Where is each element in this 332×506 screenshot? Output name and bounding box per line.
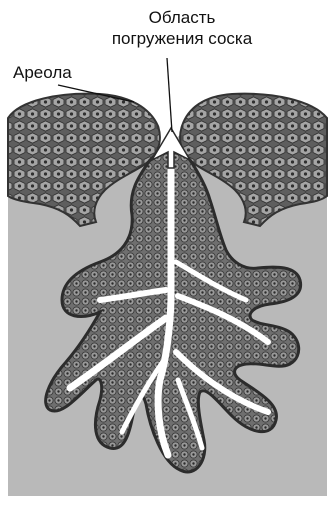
leader-line-nipple [167,58,172,132]
nipple-inversion-label: Область погружения соска [0,7,332,49]
nipple-label-line2: погружения соска [32,28,332,49]
areola-label: Ареола [13,62,72,83]
nipple-label-line1: Область [32,7,332,28]
